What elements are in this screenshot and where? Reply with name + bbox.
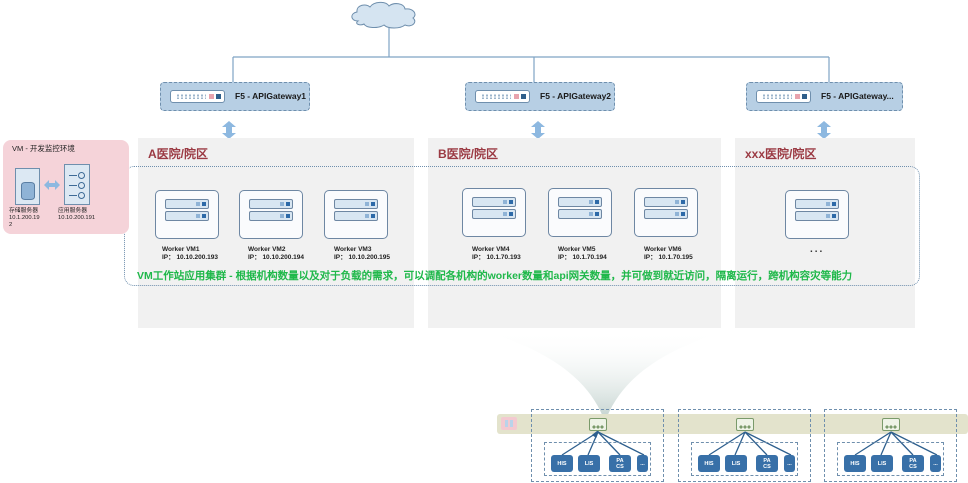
gateway-label: F5 - APIGateway1 [235, 91, 307, 101]
system-pacs[interactable]: PA CS [609, 455, 631, 472]
site-band [497, 414, 968, 434]
double-arrow-icon [531, 121, 545, 139]
load-balancer-icon [756, 90, 811, 103]
server-icon[interactable] [785, 190, 849, 239]
system-his[interactable]: HIS [551, 455, 573, 472]
gateway-label: F5 - APIGateway2 [540, 91, 612, 101]
systems-frame [691, 442, 798, 476]
server-icon[interactable] [155, 190, 219, 239]
more-workers-ellipsis: ... [810, 244, 825, 255]
system-lis[interactable]: LIS [578, 455, 600, 472]
system-lis[interactable]: LIS [871, 455, 893, 472]
dev-monitor-environment: VM - 开发监控环境 存储服务器 10.1.200.19 2 应用服务器 10… [3, 140, 129, 234]
hub-links [854, 431, 938, 456]
site-group-3: HIS LIS PA CS ... [824, 409, 957, 482]
gateway-2[interactable]: F5 - APIGateway2 [465, 82, 615, 111]
load-balancer-icon [170, 90, 225, 103]
app-server-label: 应用服务器 10.10.200.191 [58, 208, 96, 221]
gateway-3[interactable]: F5 - APIGateway... [746, 82, 903, 111]
double-arrow-icon [222, 121, 236, 139]
site-band-icon [501, 417, 517, 430]
server-icon[interactable] [324, 190, 388, 239]
switch-icon[interactable] [589, 418, 607, 431]
storage-server-icon[interactable] [15, 168, 40, 205]
system-more[interactable]: ... [637, 455, 648, 472]
site-group-1: HIS LIS PA CS ... [531, 409, 664, 482]
hospital-title: xxx医院/院区 [745, 147, 817, 161]
hub-links [561, 429, 645, 456]
server-icon[interactable] [634, 188, 698, 237]
double-arrow-icon [44, 180, 60, 190]
gateway-label: F5 - APIGateway... [821, 91, 894, 101]
dev-env-title: VM - 开发监控环境 [12, 144, 75, 153]
server-icon[interactable] [548, 188, 612, 237]
server-icon[interactable] [239, 190, 303, 239]
gateway-1[interactable]: F5 - APIGateway1 [160, 82, 310, 111]
hub-links [708, 431, 792, 456]
site-group-2: HIS LIS PA CS ... [678, 409, 811, 482]
storage-server-label: 存储服务器 10.1.200.19 2 [9, 208, 40, 228]
system-lis[interactable]: LIS [725, 455, 747, 472]
cluster-description: VM工作站应用集群 - 根据机构数量以及对于负载的需求，可以调配各机构的work… [137, 270, 853, 282]
double-arrow-icon [817, 121, 831, 139]
system-pacs[interactable]: PA CS [902, 455, 924, 472]
system-more[interactable]: ... [784, 455, 795, 472]
hospital-title: A医院/院区 [148, 147, 209, 161]
hospital-title: B医院/院区 [438, 147, 499, 161]
cloud-icon [351, 1, 416, 29]
systems-frame [544, 442, 651, 476]
load-balancer-icon [475, 90, 530, 103]
system-his[interactable]: HIS [844, 455, 866, 472]
system-more[interactable]: ... [930, 455, 941, 472]
server-icon[interactable] [462, 188, 526, 237]
app-server-icon[interactable] [64, 164, 90, 205]
switch-icon[interactable] [882, 418, 900, 431]
system-his[interactable]: HIS [698, 455, 720, 472]
system-pacs[interactable]: PA CS [756, 455, 778, 472]
systems-frame [837, 442, 944, 476]
switch-icon[interactable] [736, 418, 754, 431]
expansion-funnel [480, 330, 730, 422]
